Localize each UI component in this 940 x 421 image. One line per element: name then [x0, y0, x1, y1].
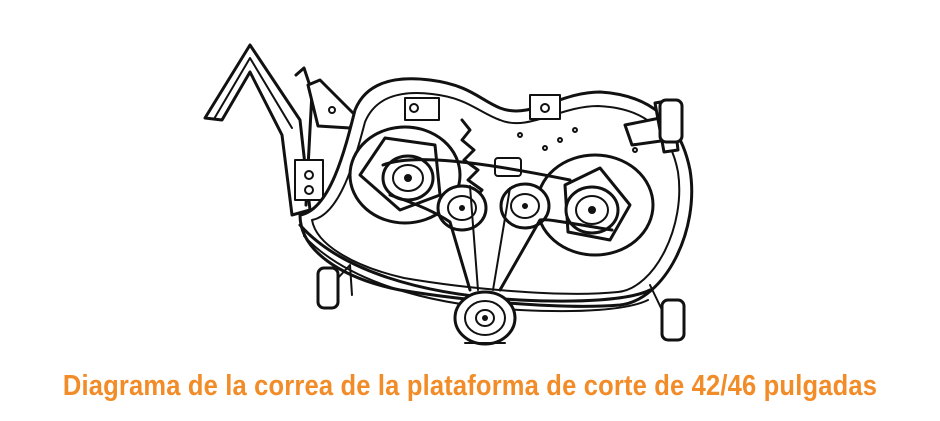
left-idler-pulley	[436, 184, 488, 232]
right-front-wheel	[649, 284, 686, 342]
diagram-caption: Diagrama de la correa de la plataforma d…	[62, 369, 878, 402]
left-front-bracket	[306, 78, 357, 130]
drive-belt	[381, 158, 614, 292]
engine-drive-pulley	[453, 290, 517, 346]
lift-bracket-arm	[203, 43, 324, 217]
top-center-bracket	[404, 94, 561, 121]
left-deck-wheel	[316, 264, 353, 310]
deck-detail-holes	[517, 127, 638, 153]
left-spindle-pulley	[348, 125, 462, 225]
right-rear-wheel	[658, 98, 684, 144]
right-spindle-pulley	[535, 153, 655, 257]
right-idler-pulley	[499, 182, 551, 230]
mower-deck-belt-diagram	[203, 43, 694, 346]
